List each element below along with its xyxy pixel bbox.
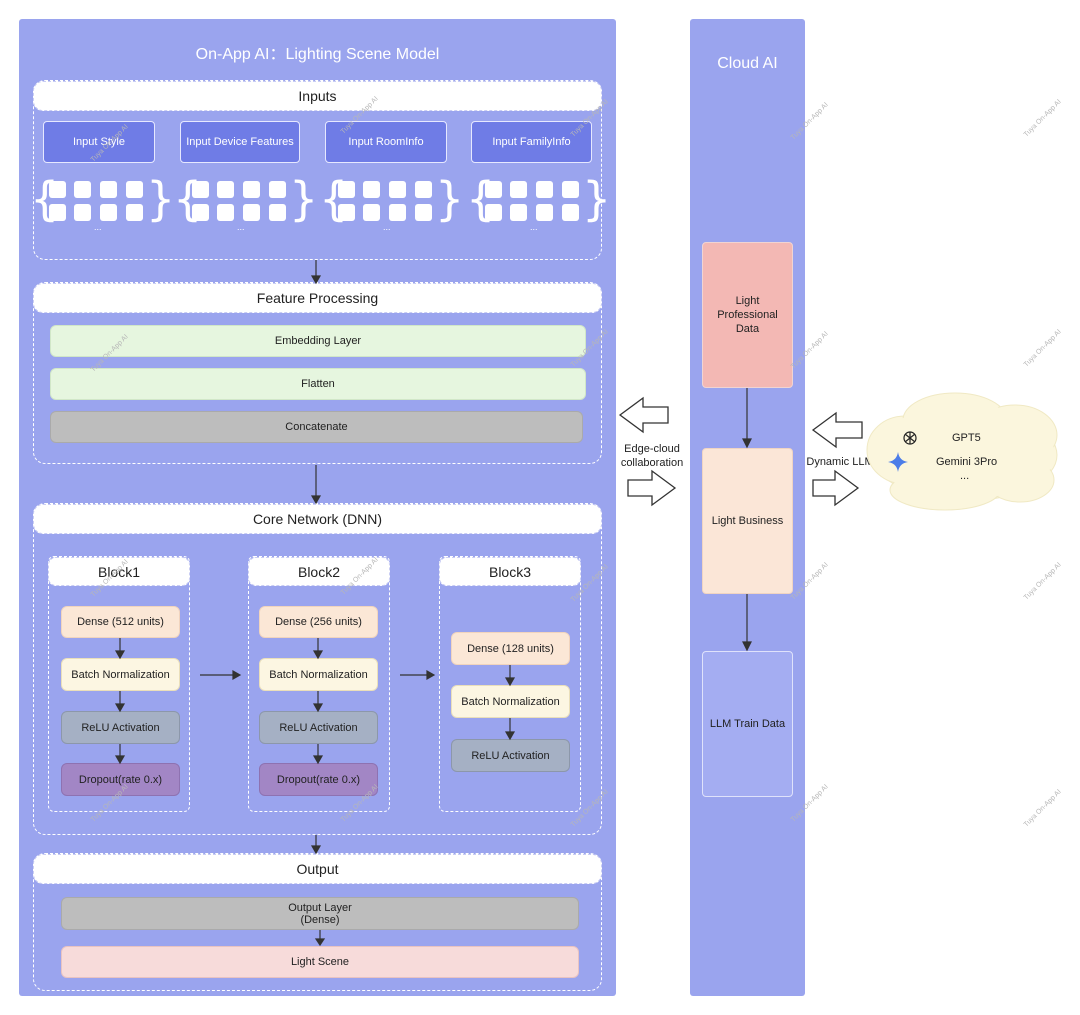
dynamic-llm-right-arrow xyxy=(812,469,860,507)
edge-cloud-right-arrow xyxy=(627,469,677,507)
right-brace-icon: } xyxy=(146,172,176,226)
output-section xyxy=(33,853,602,991)
input-style-grid: { } ... xyxy=(30,172,175,242)
block2 xyxy=(248,556,390,812)
dynamic-llm-left-arrow xyxy=(811,411,863,449)
core-network-section xyxy=(33,503,602,835)
openai-icon xyxy=(903,431,917,445)
edge-cloud-label: Edge-cloud collaboration xyxy=(620,443,684,469)
right-brace-icon: } xyxy=(582,172,612,226)
block1-relu[interactable]: ReLU Activation xyxy=(61,711,180,744)
flatten-layer[interactable]: Flatten xyxy=(50,368,586,400)
input-family-grid: { } ... xyxy=(466,172,611,242)
inputs-section xyxy=(33,80,602,260)
llm-train-data[interactable]: LLM Train Data xyxy=(702,651,793,797)
input-ellipsis: ... xyxy=(94,222,102,232)
inputs-header: Inputs xyxy=(33,81,602,111)
block1-dropout[interactable]: Dropout(rate 0.x) xyxy=(61,763,180,796)
core-network-header: Core Network (DNN) xyxy=(33,504,602,534)
block3-dense[interactable]: Dense (128 units) xyxy=(451,632,570,665)
block1-header: Block1 xyxy=(48,557,190,586)
block2-header: Block2 xyxy=(248,557,390,586)
llm-model-more: ... xyxy=(960,470,970,482)
input-familyinfo-button[interactable]: Input FamilyInfo xyxy=(471,121,592,163)
light-scene[interactable]: Light Scene xyxy=(61,946,579,978)
input-ellipsis: ... xyxy=(383,222,391,232)
block1-batchnorm[interactable]: Batch Normalization xyxy=(61,658,180,691)
input-style-button[interactable]: Input Style xyxy=(43,121,155,163)
light-business[interactable]: Light Business xyxy=(702,448,793,594)
concatenate-layer[interactable]: Concatenate xyxy=(50,411,583,443)
llm-model-gpt5: GPT5 xyxy=(952,432,981,444)
block3 xyxy=(439,556,581,812)
llm-model-gemini: Gemini 3Pro xyxy=(936,456,998,468)
on-app-ai-title: On-App AI：Lighting Scene Model xyxy=(195,46,440,63)
light-professional-data[interactable]: Light Professional Data xyxy=(702,242,793,388)
embedding-layer[interactable]: Embedding Layer xyxy=(50,325,586,357)
feature-processing-header: Feature Processing xyxy=(33,283,602,313)
right-brace-icon: } xyxy=(435,172,465,226)
block2-dense[interactable]: Dense (256 units) xyxy=(259,606,378,638)
input-room-grid: { } ... xyxy=(319,172,464,242)
block3-batchnorm[interactable]: Batch Normalization xyxy=(451,685,570,718)
block1-dense[interactable]: Dense (512 units) xyxy=(61,606,180,638)
block3-header: Block3 xyxy=(439,557,581,586)
right-brace-icon: } xyxy=(289,172,319,226)
block2-dropout[interactable]: Dropout(rate 0.x) xyxy=(259,763,378,796)
cloud-ai-title: Cloud AI xyxy=(717,55,778,72)
edge-cloud-left-arrow xyxy=(618,396,669,434)
input-device-features-button[interactable]: Input Device Features xyxy=(180,121,300,163)
feature-processing-section xyxy=(33,282,602,464)
block1 xyxy=(48,556,190,812)
input-roominfo-button[interactable]: Input RoomInfo xyxy=(325,121,447,163)
output-header: Output xyxy=(33,854,602,884)
block2-batchnorm[interactable]: Batch Normalization xyxy=(259,658,378,691)
output-layer[interactable]: Output Layer (Dense) xyxy=(61,897,579,930)
input-ellipsis: ... xyxy=(530,222,538,232)
gemini-icon xyxy=(888,452,908,472)
dynamic-llm-label: Dynamic LLM xyxy=(806,456,874,468)
input-device-grid: { } ... xyxy=(173,172,318,242)
input-ellipsis: ... xyxy=(237,222,245,232)
block2-relu[interactable]: ReLU Activation xyxy=(259,711,378,744)
block3-relu[interactable]: ReLU Activation xyxy=(451,739,570,772)
